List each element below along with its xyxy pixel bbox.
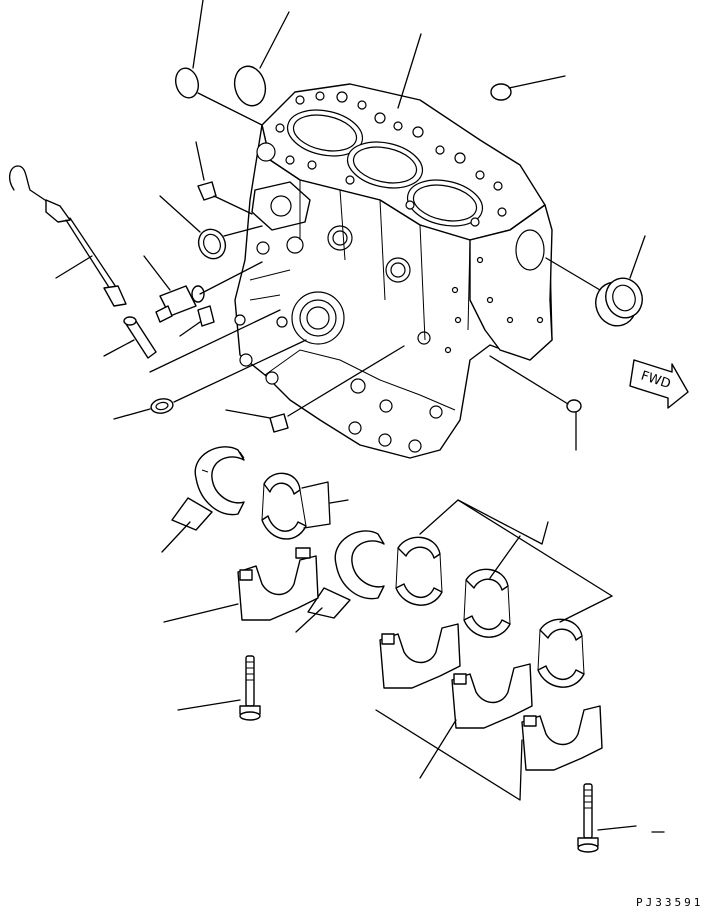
plug-bottom bbox=[225, 345, 405, 433]
drawing-number: PJ33591 bbox=[636, 896, 703, 909]
leader-plug-to-block bbox=[197, 92, 263, 126]
dipstick-guide bbox=[103, 309, 281, 373]
gear-case-bolt-holes bbox=[444, 256, 544, 354]
main-bearing-cap-group bbox=[375, 623, 603, 801]
o-ring-left bbox=[113, 339, 307, 420]
main-bearing-bolt-right bbox=[577, 783, 665, 853]
main-bearing-cap-1 bbox=[163, 547, 319, 623]
expansion-plug-right bbox=[490, 75, 566, 101]
plug-mid-left bbox=[179, 305, 215, 337]
main-bearing-upper-1 bbox=[261, 472, 349, 540]
main-bearing-group bbox=[395, 499, 613, 688]
thrust-washer-right bbox=[295, 530, 385, 633]
plug-lower-right bbox=[489, 355, 582, 451]
main-bearing-bolt-left bbox=[177, 655, 261, 721]
oil-seal-left bbox=[159, 195, 263, 260]
cylinder-block bbox=[234, 83, 553, 459]
thrust-washer-left bbox=[161, 446, 245, 553]
dipstick bbox=[8, 165, 127, 307]
leader-deck bbox=[397, 33, 422, 109]
plug-top-left bbox=[195, 141, 253, 215]
oil-pressure-switch bbox=[143, 255, 263, 323]
rear-oil-seal bbox=[545, 235, 646, 327]
forward-direction-arrow: FWD bbox=[629, 359, 689, 409]
expansion-plug-small bbox=[174, 0, 204, 99]
expansion-plug-large bbox=[233, 11, 290, 107]
